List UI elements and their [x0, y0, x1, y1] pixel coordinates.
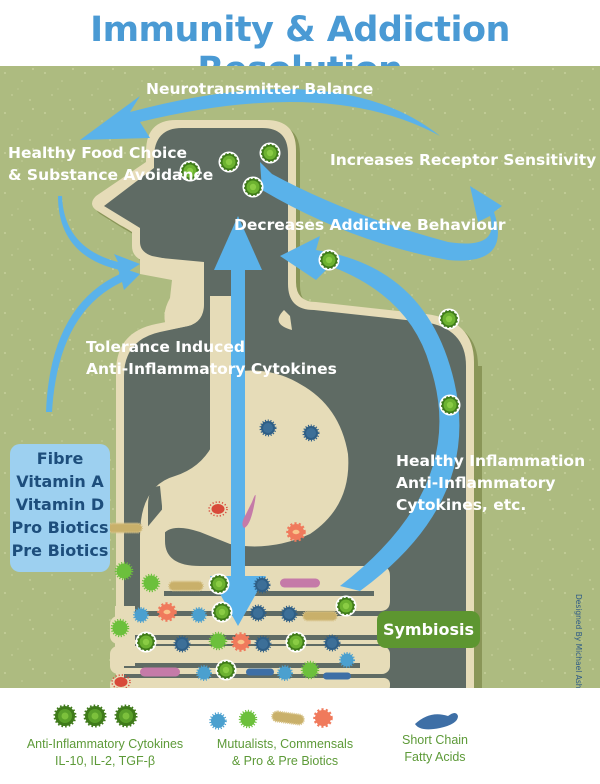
microbe-icon	[302, 610, 338, 622]
microbe-icon	[110, 618, 130, 638]
nutrient-box: Fibre Vitamin A Vitamin D Pro Biotics Pr…	[10, 444, 110, 572]
designer-credit: Designed By Michael Ash and Michael Ward	[574, 594, 583, 688]
microbe-icon	[157, 602, 177, 622]
microbe-icon	[323, 634, 341, 652]
microbe-icon	[286, 522, 306, 542]
cytokine-icon	[210, 600, 234, 624]
throat	[140, 256, 204, 330]
microbe-icon	[313, 708, 333, 728]
healthy-inflammation-label-line1: Healthy Inflammation	[396, 452, 586, 470]
microbe-icon	[208, 631, 228, 651]
cytokine-icon	[241, 175, 265, 199]
microbe-icon	[209, 712, 227, 730]
cytokine-icon	[334, 594, 358, 618]
legend-cytokines-label: Anti-Inflammatory Cytokines IL-10, IL-2,…	[26, 737, 184, 768]
arrows	[46, 88, 502, 626]
nutrient-item: Vitamin D	[15, 495, 105, 514]
microbe-icon	[242, 494, 256, 528]
microbe-icon	[280, 605, 298, 623]
legend-icons	[53, 704, 458, 730]
microbe-icon	[168, 580, 204, 592]
legend-microbes-label: Mutualists, Commensals & Pro & Pre Bioti…	[216, 737, 354, 768]
nutrient-item: Pro Biotics	[11, 518, 109, 537]
addictive-behaviour-label: Decreases Addictive Behaviour	[234, 216, 506, 234]
microbe-icon	[173, 635, 191, 653]
food-choice-label-line2: & Substance Avoidance	[8, 166, 214, 184]
cytokine-icon	[258, 141, 282, 165]
healthy-inflammation-label-line3: Cytokines, etc.	[396, 496, 527, 514]
legend: Anti-Inflammatory Cytokines IL-10, IL-2,…	[0, 688, 600, 784]
microbe-icon	[141, 573, 161, 593]
microbe-icon	[280, 578, 320, 588]
microbe-icon	[259, 419, 277, 437]
nutrient-item: Pre Biotics	[11, 541, 109, 560]
food-choice-label-line1: Healthy Food Choice	[8, 144, 188, 162]
microbe-icon	[133, 607, 149, 623]
microbe-icon	[302, 424, 320, 442]
tolerance-label-line2: Anti-Inflammatory Cytokines	[86, 360, 337, 378]
neurotransmitter-arrow	[80, 88, 440, 140]
symbiosis-badge: Symbiosis	[377, 611, 480, 648]
receptor-sensitivity-label: Increases Receptor Sensitivity	[330, 151, 597, 169]
healthy-inflammation-arrow	[280, 236, 460, 591]
microbe-icon	[254, 635, 272, 653]
cytokine-icon	[217, 150, 241, 174]
microbe-icon	[339, 652, 355, 668]
cytokine-icon	[214, 658, 238, 682]
cytokine-icon	[437, 307, 461, 331]
microbe-icon	[231, 632, 251, 652]
microbe-icon	[114, 561, 134, 581]
short-chain-fatty-acid-icon	[415, 713, 458, 730]
microbe-icon	[277, 665, 293, 681]
nutrient-item: Vitamin A	[16, 472, 104, 491]
central-double-arrow	[231, 252, 245, 582]
microbe-icon	[249, 604, 267, 622]
microbe-icon	[271, 710, 305, 726]
microbe-icon	[140, 667, 180, 677]
diagram-canvas	[0, 66, 600, 688]
tolerance-label-line1: Tolerance Induced	[86, 338, 245, 356]
microbe-icon	[191, 607, 207, 623]
microbe-icon	[196, 665, 212, 681]
legend-scfa-label: Short Chain Fatty Acids	[401, 733, 468, 764]
cytokine-icon	[114, 704, 138, 728]
cytokine-icon	[438, 393, 462, 417]
microbe-icon	[253, 576, 271, 594]
nutrient-item: Fibre	[36, 449, 84, 468]
diagram-stage: Neurotransmitter Balance Healthy Food Ch…	[0, 66, 600, 688]
cytokine-icon	[284, 630, 308, 654]
microbe-icon	[238, 709, 258, 729]
cytokine-icon	[317, 248, 341, 272]
healthy-inflammation-label-line2: Anti-Inflammatory	[396, 474, 556, 492]
cytokine-icon	[207, 572, 231, 596]
neurotransmitter-balance-label: Neurotransmitter Balance	[146, 80, 374, 98]
food-arrow-upper	[58, 196, 140, 278]
short-chain-fatty-acid-icon	[323, 672, 351, 680]
food-arrow-lower	[46, 266, 140, 412]
receptor-sensitivity-arrow	[260, 162, 502, 261]
cytokine-icon	[134, 630, 158, 654]
microbe-icon	[300, 660, 320, 680]
short-chain-fatty-acid-icon	[246, 668, 274, 676]
cytokine-icon	[53, 704, 77, 728]
cytokine-icon	[83, 704, 107, 728]
